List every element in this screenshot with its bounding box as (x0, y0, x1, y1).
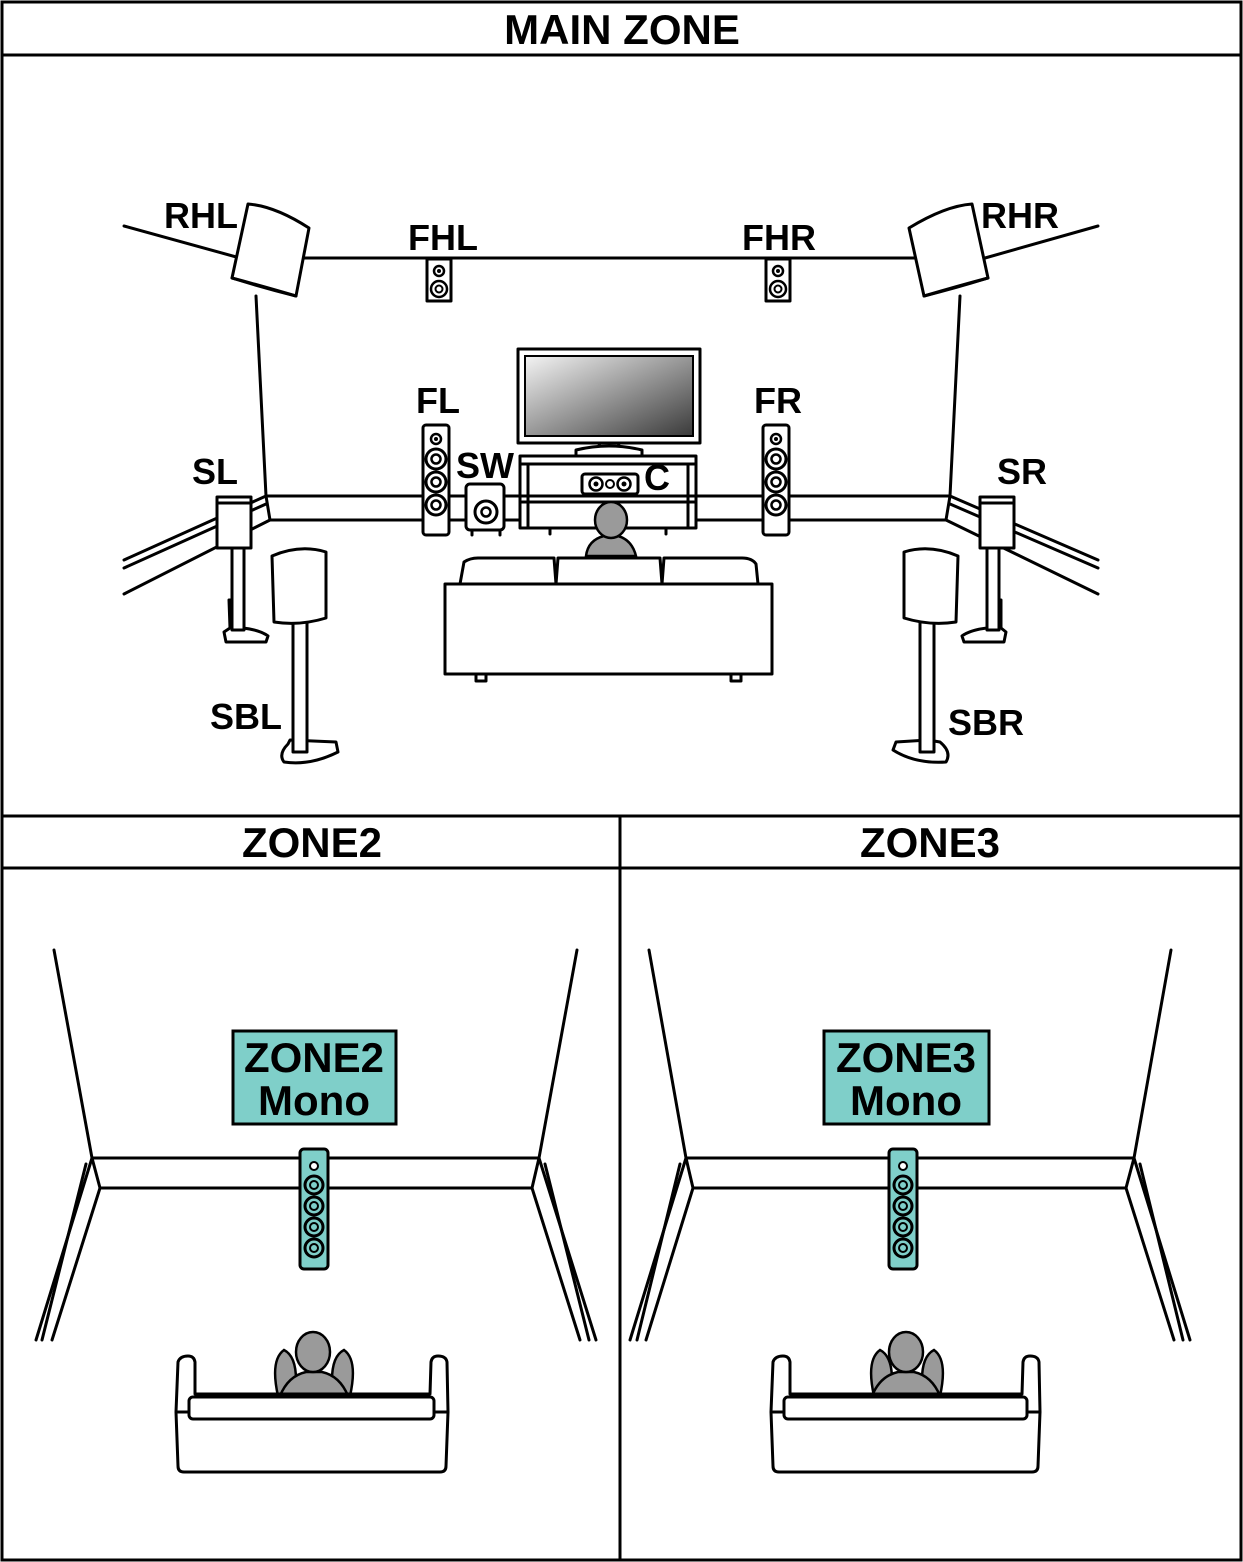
rhl-speaker (230, 202, 311, 298)
zone3-box-line2: Mono (850, 1077, 962, 1124)
sbr-label: SBR (948, 702, 1024, 743)
c-speaker (580, 472, 640, 496)
fl-speaker (423, 425, 449, 535)
zone3-listener (869, 1330, 945, 1399)
zone3-box: ZONE3 Mono (822, 1029, 991, 1126)
zone2-title: ZONE2 (242, 819, 382, 866)
sbr-speaker (891, 547, 960, 764)
main-room-lines (122, 224, 1100, 596)
fr-speaker (763, 425, 789, 535)
zone2-box-line2: Mono (258, 1077, 370, 1124)
sbl-speaker (270, 547, 340, 765)
zone2-box: ZONE2 Mono (231, 1029, 398, 1126)
sl-speaker (215, 495, 270, 644)
zone2-sofa (174, 1354, 450, 1474)
sw-speaker (464, 482, 506, 537)
zone3-box-line1: ZONE3 (836, 1034, 976, 1081)
fr-label: FR (754, 380, 802, 421)
rhl-label: RHL (164, 195, 238, 236)
rhr-speaker (907, 202, 990, 298)
sw-label: SW (456, 445, 514, 486)
fhr-speaker (766, 259, 790, 301)
zone3-speaker (887, 1147, 919, 1271)
zone2-room (34, 948, 598, 1342)
main-sofa (443, 556, 774, 683)
sr-speaker (960, 495, 1016, 644)
fl-label: FL (416, 380, 460, 421)
fhl-label: FHL (408, 217, 478, 258)
sr-label: SR (997, 451, 1047, 492)
fhl-speaker (427, 259, 451, 301)
rhr-label: RHR (981, 195, 1059, 236)
zone2-speaker (298, 1147, 330, 1271)
zone3-title: ZONE3 (860, 819, 1000, 866)
sl-label: SL (192, 451, 238, 492)
zone2-box-line1: ZONE2 (244, 1034, 384, 1081)
c-label: C (644, 457, 670, 498)
sbl-label: SBL (210, 696, 282, 737)
tv (516, 347, 702, 458)
main-zone-title: MAIN ZONE (504, 6, 740, 53)
fhr-label: FHR (742, 217, 816, 258)
zone3-room (628, 948, 1192, 1342)
zone3-sofa (769, 1354, 1042, 1474)
zone2-listener (273, 1330, 355, 1399)
main-listener (584, 500, 638, 558)
